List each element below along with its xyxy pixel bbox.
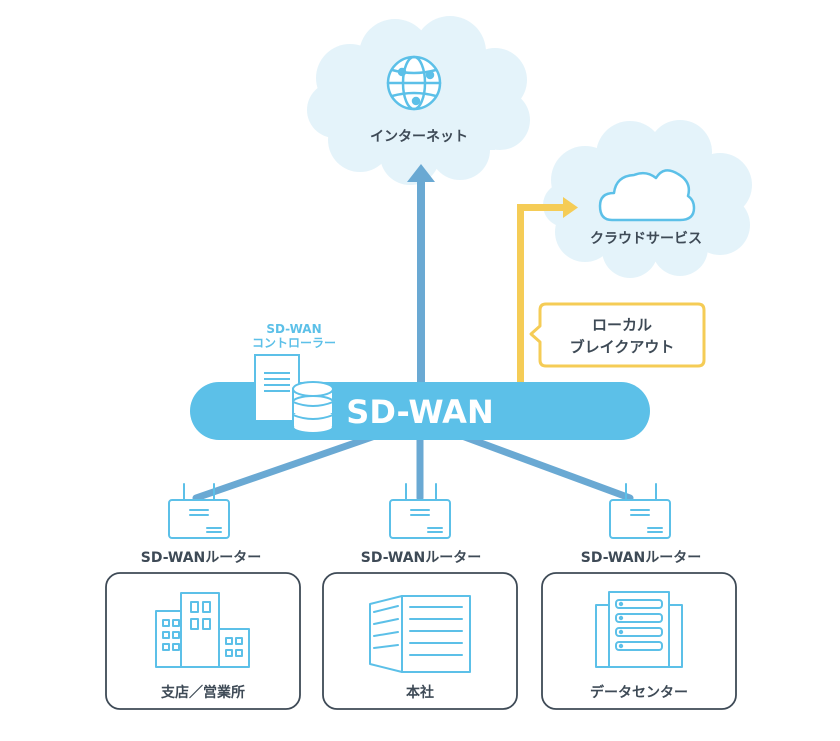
site-hq: 本社 (322, 572, 518, 710)
controller-label-line1: SD-WAN (266, 322, 321, 336)
connection-line-datacenter (458, 432, 634, 502)
site-branch: 支店／営業所 (105, 572, 301, 710)
local-breakout-arrow (517, 197, 578, 384)
data-center-rack-icon (595, 591, 683, 668)
router-connections (192, 432, 634, 502)
router-icon (389, 483, 451, 539)
cloud-icon (598, 169, 696, 222)
cloud-service-cloud: クラウドサービス (543, 120, 752, 278)
site-label: 支店／営業所 (160, 684, 245, 701)
local-breakout-line2: ブレイクアウト (570, 338, 675, 356)
headquarters-building-icon (369, 595, 471, 673)
local-breakout-line1: ローカル (592, 316, 652, 334)
connection-line-branch (192, 432, 379, 502)
site-label: 本社 (406, 684, 434, 701)
router-label: SD-WANルーター (361, 550, 482, 566)
router-icon (168, 483, 230, 539)
router-datacenter: SD-WANルーター (581, 483, 702, 566)
router-hq: SD-WANルーター (361, 483, 482, 566)
globe-icon (386, 55, 442, 111)
router-label: SD-WANルーター (581, 550, 702, 566)
router-label: SD-WANルーター (141, 550, 262, 566)
controller-label-line2: コントローラー (252, 336, 336, 350)
sd-wan-label: SD-WAN (346, 393, 493, 431)
router-icon (609, 483, 671, 539)
cloud-service-label: クラウドサービス (590, 231, 702, 247)
controller-group: SD-WAN コントローラー (252, 322, 336, 434)
branch-office-building-icon (155, 592, 250, 668)
server-database-icon (254, 354, 334, 434)
internet-label: インターネット (370, 129, 468, 145)
site-datacenter: データセンター (541, 572, 737, 710)
local-breakout-box: ローカル ブレイクアウト (529, 302, 706, 368)
internet-arrow (407, 164, 435, 385)
site-label: データセンター (590, 684, 688, 701)
router-branch: SD-WANルーター (141, 483, 262, 566)
internet-cloud: インターネット (307, 16, 530, 185)
